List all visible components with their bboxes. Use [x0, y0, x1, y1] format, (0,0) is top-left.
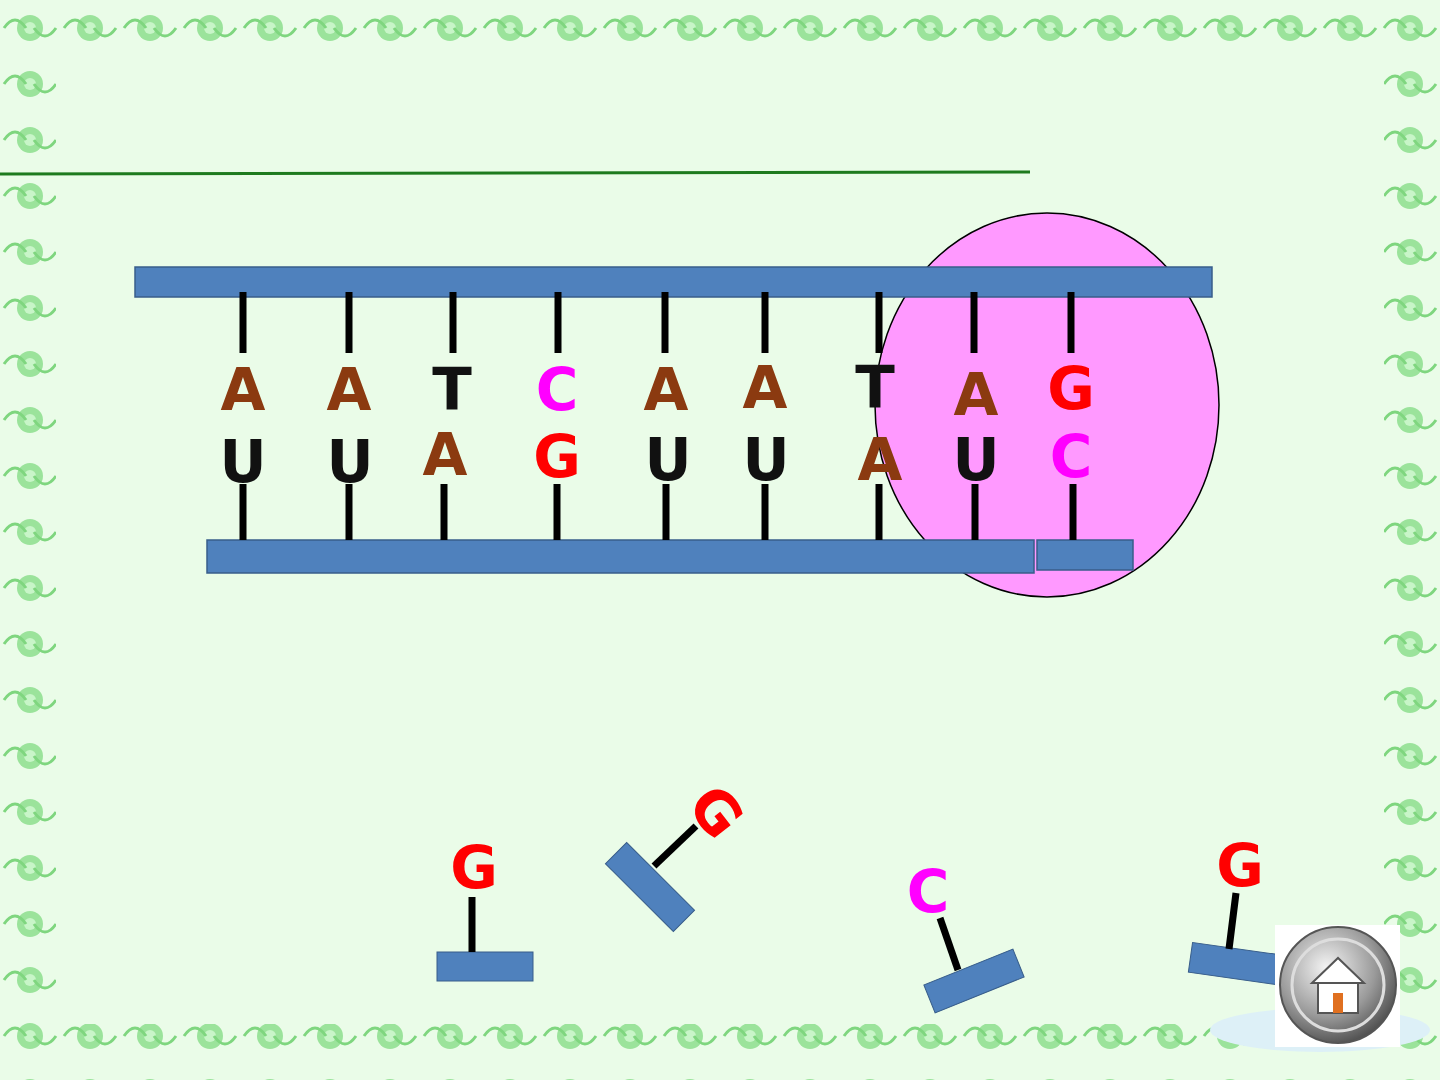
base-letter: A: [327, 361, 372, 419]
nucleotide-bond: [1229, 893, 1236, 949]
base-bond: [346, 484, 353, 540]
title-rule: [0, 172, 1030, 174]
base-letter: A: [644, 361, 689, 419]
base-bond: [662, 292, 669, 353]
house-roof: [1312, 958, 1364, 983]
base-bonds: [243, 292, 1073, 540]
border-right: [1384, 56, 1440, 1024]
base-bond: [663, 484, 670, 540]
base-letter: G: [450, 839, 498, 897]
base-bond: [441, 484, 448, 540]
base-bond: [554, 484, 561, 540]
free-nucleotides: [437, 826, 1288, 1013]
base-letter: U: [326, 433, 373, 491]
nucleotide-sugar: [605, 842, 694, 931]
base-letter: U: [742, 431, 789, 489]
button-plate: [1275, 925, 1400, 1047]
base-letter: G: [1047, 360, 1095, 418]
button-ring: [1292, 939, 1384, 1031]
base-letter: U: [644, 431, 691, 489]
base-bond: [971, 292, 978, 353]
base-letter: G: [1216, 837, 1264, 895]
base-bond: [762, 292, 769, 353]
base-letter: A: [743, 359, 788, 417]
nucleotide-bond: [940, 918, 958, 970]
base-bond: [1070, 484, 1077, 540]
base-letter: C: [536, 361, 579, 419]
rna-strand-new: [1037, 540, 1133, 570]
base-bond: [346, 292, 353, 353]
base-letter: C: [1050, 428, 1093, 486]
house-wall: [1318, 983, 1358, 1013]
house-door: [1333, 993, 1343, 1013]
border-left: [0, 56, 56, 1024]
base-bond: [762, 484, 769, 540]
base-letter: T: [432, 361, 472, 419]
dna-strand: [135, 267, 1212, 297]
nucleotide-sugar: [924, 949, 1024, 1013]
base-bond: [450, 292, 457, 353]
button-circle: [1280, 927, 1396, 1043]
border-top: [0, 0, 1440, 56]
base-bond: [555, 292, 562, 353]
base-letter: A: [423, 426, 468, 484]
nucleotide-bond: [469, 897, 476, 952]
nucleotide-bond: [654, 826, 696, 866]
base-letter: U: [952, 431, 999, 489]
base-letter: G: [533, 428, 581, 486]
base-letter: U: [219, 433, 266, 491]
base-letter: C: [907, 863, 950, 921]
base-bond: [240, 292, 247, 353]
base-bond: [876, 292, 883, 353]
base-letter: A: [221, 361, 266, 419]
base-bond: [876, 484, 883, 540]
home-button: [1210, 925, 1430, 1052]
nucleotide-sugar: [1188, 942, 1287, 985]
base-letter: A: [858, 431, 903, 489]
base-bond: [1068, 292, 1075, 353]
nucleotide-sugar: [437, 952, 533, 981]
base-bond: [972, 484, 979, 540]
base-bond: [240, 484, 247, 540]
base-letter: A: [954, 366, 999, 424]
rna-strand: [207, 540, 1034, 573]
base-letter: T: [855, 359, 895, 417]
